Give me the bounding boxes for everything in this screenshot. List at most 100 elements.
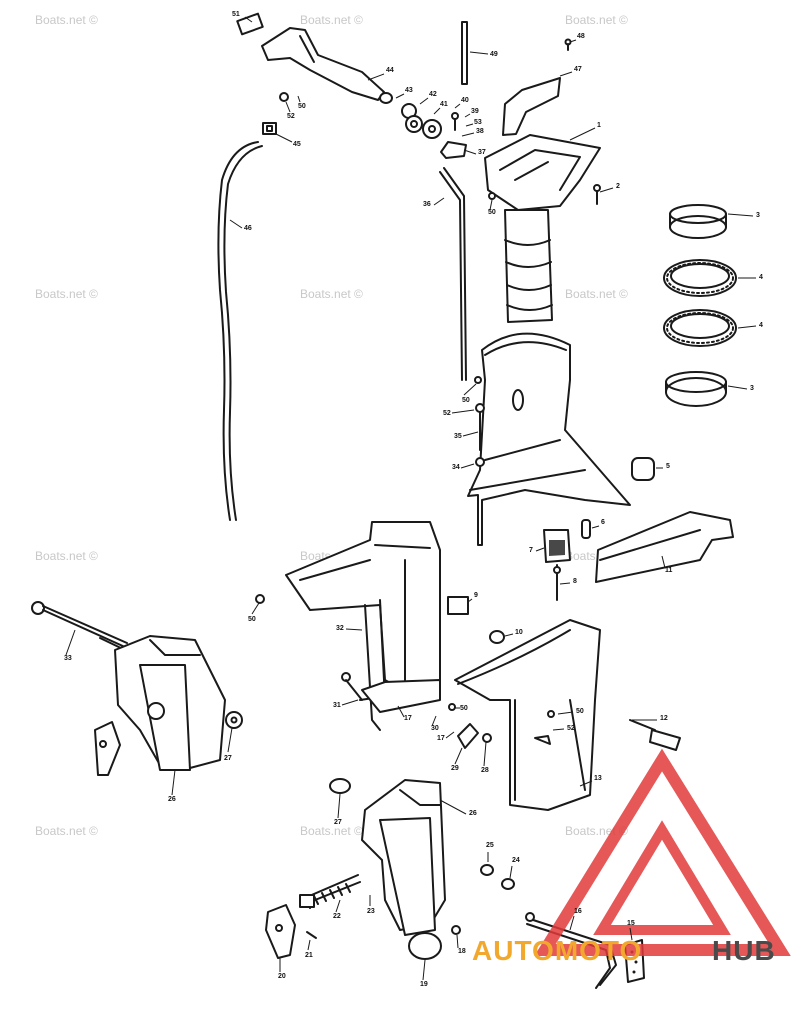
callout-leader-13 [579, 780, 593, 787]
callout-number-49: 49 [490, 51, 498, 58]
callout-leader-9 [467, 598, 473, 603]
callout-number-18: 18 [458, 948, 466, 955]
callout-leader-50b [489, 199, 493, 211]
bushing-10 [489, 630, 505, 644]
callout-number-26b: 26 [469, 810, 477, 817]
callout-number-53: 53 [474, 119, 482, 126]
callout-leader-40 [454, 103, 461, 109]
pad-9 [447, 596, 469, 615]
logo-triangle-inner [593, 820, 731, 935]
callout-number-17a: 17 [404, 715, 412, 722]
callout-number-51: 51 [232, 11, 240, 18]
callout-leader-29 [454, 747, 463, 765]
callout-leader-21 [307, 939, 311, 951]
callout-leader-3a [727, 213, 754, 217]
callout-leader-31 [341, 699, 359, 706]
callout-leader-38 [461, 132, 475, 137]
callout-leader-52b [451, 409, 475, 414]
callout-number-36: 36 [423, 201, 431, 208]
callout-number-44: 44 [386, 67, 394, 74]
callout-leader-37 [463, 149, 477, 155]
callout-leader-36 [433, 197, 445, 206]
callout-group: 5144505243424140395338374546494847123650… [64, 11, 763, 988]
bolt-8 [553, 564, 561, 601]
clamp-screw-33 [31, 601, 128, 651]
callout-leader-33 [65, 629, 76, 656]
callout-leader-8 [559, 582, 571, 585]
callout-leader-27b [337, 793, 341, 819]
callout-number-5: 5 [666, 463, 670, 470]
watermark-text: Boats.net © [35, 287, 98, 301]
tilt-lever-12 [629, 719, 681, 751]
callout-leader-10 [504, 633, 514, 637]
callout-leader-30a [431, 715, 437, 727]
callout-leader-34 [460, 463, 475, 469]
callout-leader-16 [569, 915, 575, 931]
callout-leader-17b [445, 731, 455, 739]
callout-number-32: 32 [336, 625, 344, 632]
callout-number-16: 16 [574, 908, 582, 915]
callout-leader-45 [275, 133, 293, 143]
callout-number-26a: 26 [168, 796, 176, 803]
callout-number-17b: 17 [437, 735, 445, 742]
callout-leader-35 [462, 431, 479, 437]
callout-leader-24 [509, 865, 513, 879]
callout-leader-41 [433, 107, 441, 115]
callout-leader-42 [419, 97, 429, 105]
callout-leader-52a [285, 101, 291, 113]
callout-leader-50d [251, 602, 260, 615]
bearing-ring-3-bottom [665, 371, 727, 407]
small-parts-center [255, 594, 555, 749]
watermark-text: Boats.net © [300, 287, 363, 301]
callout-leader-44 [367, 73, 385, 81]
callout-leader-6 [591, 525, 600, 529]
callout-leader-26a [171, 769, 176, 796]
callout-leader-28 [483, 741, 487, 767]
callout-number-19: 19 [420, 981, 428, 988]
callout-number-7: 7 [529, 547, 533, 554]
callout-leader-26b [439, 799, 467, 815]
callout-number-31: 31 [333, 702, 341, 709]
callout-leader-50c [463, 383, 477, 396]
callout-leader-39 [464, 113, 471, 118]
pin-6 [581, 519, 591, 539]
washer-stack [401, 103, 467, 159]
callout-number-24: 24 [512, 857, 520, 864]
swivel-bracket-upper [285, 521, 441, 701]
callout-leader-47 [559, 71, 573, 77]
plate-7 [543, 529, 571, 563]
callout-number-23: 23 [367, 908, 375, 915]
watermark-text: Boats.net © [300, 824, 363, 838]
cover-47 [502, 77, 561, 136]
watermark-text: Boats.net © [35, 824, 98, 838]
callout-number-47: 47 [574, 66, 582, 73]
callout-number-50c: 50 [462, 397, 470, 404]
callout-number-52c: 52 [567, 725, 575, 732]
cable-46 [217, 141, 263, 521]
callout-number-10: 10 [515, 629, 523, 636]
grommet-5 [631, 457, 655, 481]
callout-number-50a: 50 [298, 103, 306, 110]
callout-number-27b: 27 [334, 819, 342, 826]
callout-leader-50a [297, 95, 301, 103]
callout-number-1: 1 [597, 122, 601, 129]
watermark-text: Boats.net © [35, 549, 98, 563]
callout-number-48: 48 [577, 33, 585, 40]
logo-triangle-outer [534, 748, 791, 956]
callout-number-29: 29 [451, 765, 459, 772]
callout-leader-2 [599, 187, 614, 193]
callout-leader-32 [345, 628, 363, 631]
watermark-text: Boats.net © [565, 287, 628, 301]
callout-number-38: 38 [476, 128, 484, 135]
tiller-handle [236, 12, 393, 104]
callout-leader-50f [557, 711, 574, 715]
callout-number-4a: 4 [759, 274, 763, 281]
callout-number-3a: 3 [756, 212, 760, 219]
callout-number-11: 11 [665, 567, 673, 574]
callout-number-25: 25 [486, 842, 494, 849]
bearing-ring-4-lower [663, 309, 737, 347]
callout-leader-48 [569, 39, 577, 43]
callout-number-50e: 50 [460, 705, 468, 712]
callout-number-3b: 3 [750, 385, 754, 392]
